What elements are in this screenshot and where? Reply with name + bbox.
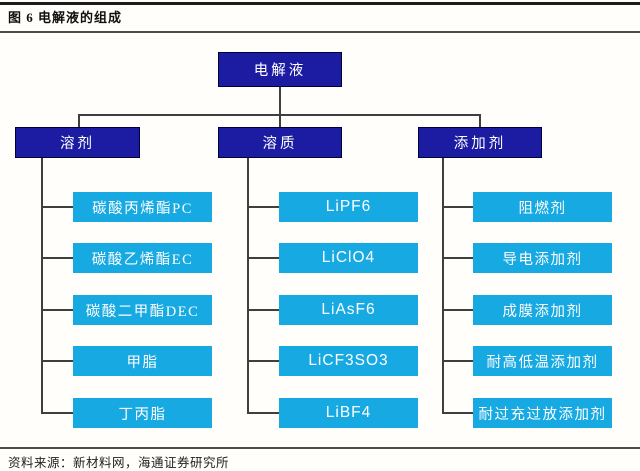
connector-stub	[442, 412, 474, 414]
figure-title: 图 6 电解液的组成	[8, 10, 123, 25]
tree-leaf-temperature-resistant-additive: 耐高低温添加剂	[473, 346, 612, 376]
title-underline-rule	[0, 31, 640, 33]
tree-leaf-dimethyl-carbonate-dec: 碳酸二甲酯DEC	[73, 295, 212, 325]
top-rule	[0, 2, 640, 5]
tree-leaf-licf3so3: LiCF3SO3	[279, 346, 418, 376]
connector-stub	[442, 360, 474, 362]
tree-leaf-conductive-additive: 导电添加剂	[473, 243, 612, 273]
connector-stub	[247, 206, 279, 208]
connector-stub	[41, 206, 73, 208]
tree-node-branch-solvent: 溶剂	[15, 127, 140, 158]
tree-leaf-flame-retardant: 阻燃剂	[473, 192, 612, 222]
tree-node-branch-additive: 添加剂	[418, 127, 542, 158]
connector-root-drop	[279, 87, 281, 115]
tree-leaf-butyl-propyl-ester: 丁丙脂	[73, 398, 212, 428]
connector-branch-drop-additive	[479, 114, 481, 128]
connector-branch-drop-solvent	[78, 114, 80, 128]
tree-leaf-lipf6: LiPF6	[279, 192, 418, 222]
source-note: 资料来源：新材料网，海通证券研究所	[8, 456, 230, 470]
connector-trunk-solvent	[41, 158, 43, 414]
connector-trunk-additive	[442, 158, 444, 414]
connector-stub	[41, 309, 73, 311]
tree-leaf-methyl-ester: 甲脂	[73, 346, 212, 376]
connector-stub	[41, 360, 73, 362]
tree-node-branch-solute: 溶质	[218, 127, 342, 158]
connector-stub	[442, 206, 474, 208]
tree-leaf-ethylene-carbonate-ec: 碳酸乙烯酯EC	[73, 243, 212, 273]
footer-rule	[0, 447, 640, 449]
tree-leaf-libf4: LiBF4	[279, 398, 418, 428]
tree-leaf-liasf6: LiAsF6	[279, 295, 418, 325]
connector-trunk-solute	[247, 158, 249, 414]
connector-stub	[247, 309, 279, 311]
connector-stub	[247, 412, 279, 414]
tree-leaf-overcharge-overdischarge-additive: 耐过充过放添加剂	[473, 398, 612, 428]
tree-leaf-film-forming-additive: 成膜添加剂	[473, 295, 612, 325]
tree-leaf-liclo4: LiClO4	[279, 243, 418, 273]
tree-leaf-propylene-carbonate-pc: 碳酸丙烯酯PC	[73, 192, 212, 222]
connector-stub	[41, 412, 73, 414]
connector-stub	[41, 257, 73, 259]
connector-stub	[442, 257, 474, 259]
connector-branch-drop-solute	[279, 114, 281, 128]
tree-node-electrolyte-root: 电解液	[218, 52, 342, 87]
connector-stub	[442, 309, 474, 311]
connector-stub	[247, 257, 279, 259]
connector-stub	[247, 360, 279, 362]
